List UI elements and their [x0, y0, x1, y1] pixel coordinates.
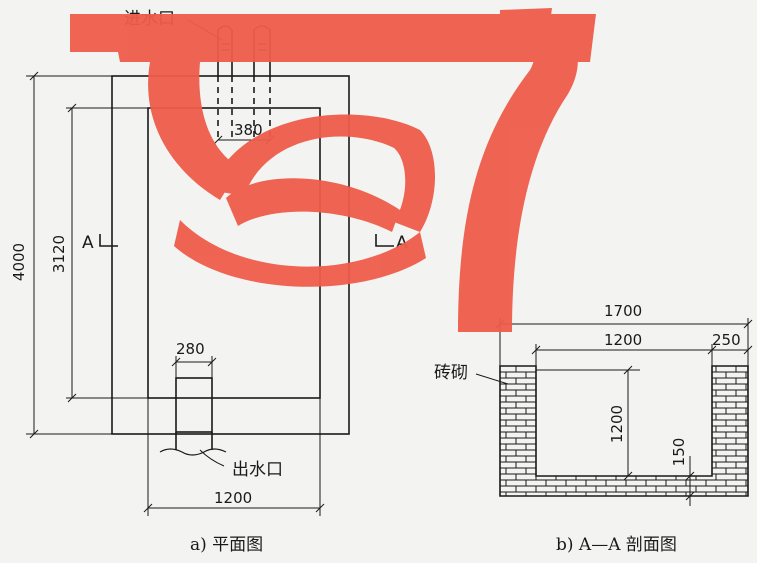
dim-1200-line	[143, 398, 325, 516]
dim-280-text: 280	[176, 340, 205, 358]
plan-inner-wall	[147, 107, 321, 399]
outlet-leader-line	[199, 449, 225, 467]
outlet-pipe	[159, 377, 227, 456]
dim-250-text: 250	[712, 331, 741, 349]
outlet-label: 出水口	[232, 460, 283, 480]
material-label: 砖砌	[434, 363, 468, 383]
dim-4000-text: 4000	[10, 243, 28, 281]
dim-250-line	[712, 345, 753, 355]
dim-4000-line	[26, 71, 112, 439]
material-leader-line	[475, 373, 509, 385]
section-mark-right	[375, 234, 394, 247]
dim-380-text: 380	[234, 121, 263, 139]
red-logo-watermark	[70, 8, 596, 332]
dim-1200-depth-line	[536, 365, 640, 481]
dim-150-line	[685, 456, 695, 506]
plan-caption: a) 平面图	[190, 535, 263, 555]
dim-1700-text: 1700	[604, 302, 642, 320]
plan-outer-wall	[111, 75, 350, 435]
section-mark-left	[99, 234, 118, 247]
plan-view	[26, 19, 394, 516]
dim-3120-line	[66, 103, 148, 403]
dim-1200-text: 1200	[214, 489, 252, 507]
dim-1200-depth-text: 1200	[608, 405, 626, 443]
section-mark-left-label: A	[82, 233, 94, 253]
dim-1200-width-text: 1200	[604, 331, 642, 349]
section-view	[475, 318, 753, 506]
dim-150-text: 150	[670, 438, 688, 467]
dim-3120-text: 3120	[50, 235, 68, 273]
section-caption: b) A—A 剖面图	[556, 535, 677, 555]
dim-280-line	[171, 356, 217, 378]
